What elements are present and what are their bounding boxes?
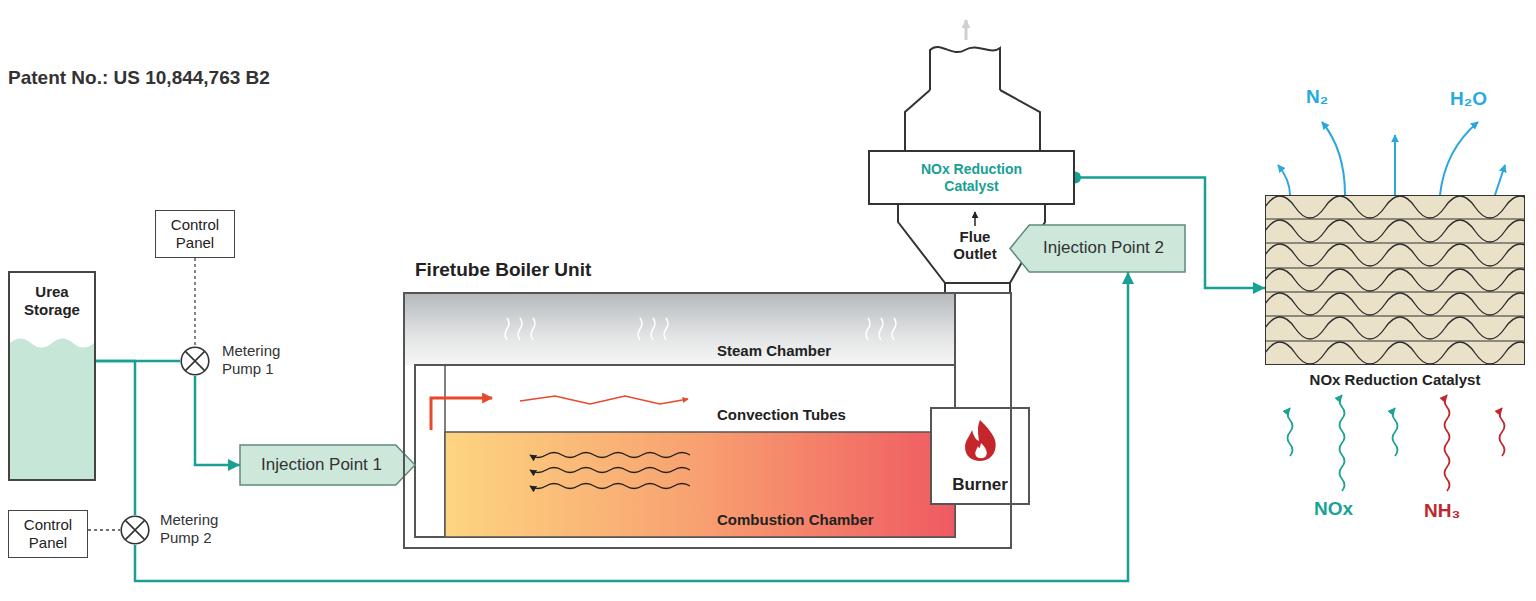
flow-arrow [431,398,492,430]
boiler-housing: Firetube Boiler UnitSteam ChamberConvect… [403,292,1012,549]
control-box: Control Panel [8,510,88,558]
convection-zone: Convection Tubes [445,367,955,432]
node-label: Burner [952,475,1008,495]
pump-outline [180,346,210,376]
product-arrows [1278,122,1505,195]
node-label: Metering Pump 2 [160,511,234,547]
chemical-label: H₂O [1450,88,1487,110]
stack-flare [905,90,1040,150]
reactant-arrows [1288,395,1505,491]
exhaust-arrow [965,20,968,40]
catalyst-layers [1265,219,1525,341]
catalyst-block: NOx Reduction Catalyst [1265,195,1525,365]
node-label: Firetube Boiler Unit [415,259,591,282]
node-label: Combustion Chamber [717,511,874,529]
node-label: Steam Chamber [717,342,831,360]
node-label: Urea Storage [14,283,90,319]
tube-housing [415,365,955,537]
catalyst-box: NOx Reduction Catalyst [868,150,1075,205]
boiler-drawing [403,283,1030,549]
signal-line [88,529,120,530]
signal-line [194,258,195,346]
pump-symbol: Metering Pump 2 [120,515,150,545]
node-label: Injection Point 1 [261,455,382,475]
column-divider [954,294,956,407]
node-label: Metering Pump 1 [222,342,296,378]
flame-core [975,443,986,458]
node-label: Control Panel [14,516,82,552]
node-label: Control Panel [161,216,229,252]
urea-liquid [10,339,94,480]
pump-cross [185,351,204,370]
node-label: NOx Reduction Catalyst [1266,371,1524,389]
catalyst-waves [1265,196,1525,364]
feed-line [135,272,1128,581]
chemical-label: N₂ [1306,86,1328,108]
steam-fill [405,294,955,365]
injection-tag: Injection Point 2 [1010,225,1185,272]
combustion-chamber: Combustion Chamber [445,432,955,537]
burner-ground [930,407,1030,505]
flame-flow-lines [530,453,690,489]
tag-shape [240,445,415,485]
pump-symbol: Metering Pump 1 [180,346,210,376]
node-label: NOx Reduction Catalyst [912,161,1032,195]
stack-pipe [930,47,1000,90]
pump-circle [121,516,149,544]
catalyst-fill [1265,195,1525,365]
diagram-title: Patent No.: US 10,844,763 B2 [8,67,270,89]
injection-tag: Injection Point 1 [240,445,415,485]
pump-cross [125,520,144,539]
node-label: Convection Tubes [717,406,846,424]
feed-line [96,361,135,515]
boiler-ground [403,292,1012,549]
node-label: Injection Point 2 [1043,238,1164,258]
steam-waves [505,318,896,340]
tube-flow-line [520,396,688,404]
tag-shape [1010,225,1185,272]
chemical-label: NH₃ [1424,500,1460,522]
pump-circle [181,347,209,375]
flue-arrow [974,212,976,226]
burner-box: Burner [930,407,1030,505]
combustion-fill [445,432,955,537]
pump-outline [120,515,150,545]
flame-icon [965,420,996,461]
steam-chamber: Steam Chamber [405,294,955,365]
control-box: Control Panel [155,210,235,258]
storage-tank: Urea Storage [8,271,96,481]
feed-line [195,376,240,465]
catalyst-drawing [1265,122,1535,491]
part-label: Flue Outlet [945,228,1005,263]
chemical-label: NOx [1314,498,1353,520]
